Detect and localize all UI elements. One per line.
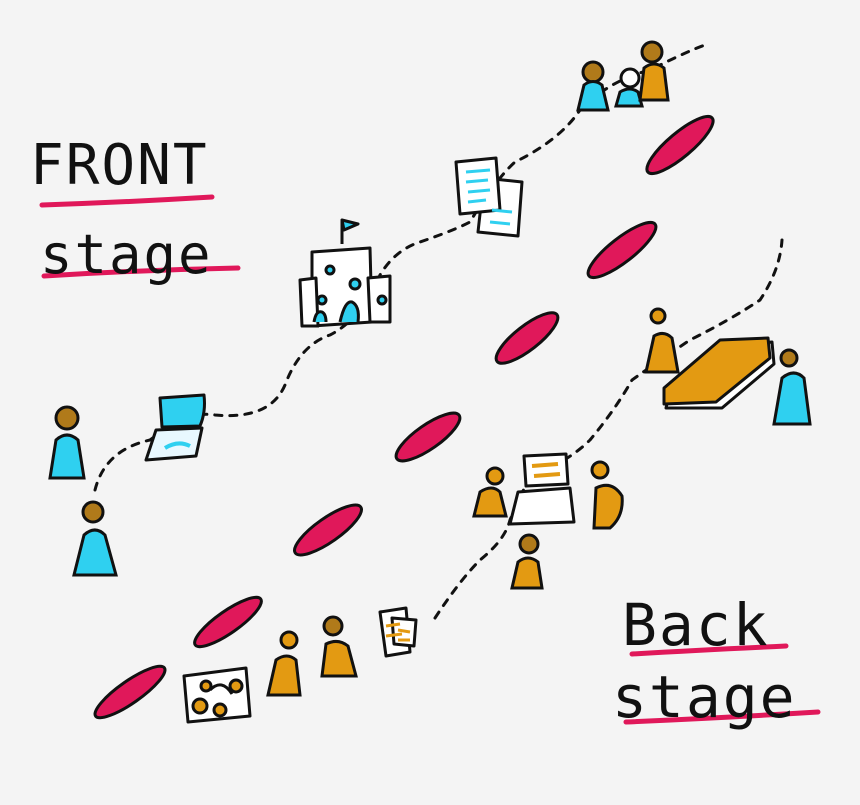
person-icon (510, 533, 544, 590)
visibility-dash (394, 411, 462, 463)
visibility-dash (494, 311, 560, 365)
visibility-dash (293, 503, 363, 557)
tablet-icon (662, 336, 776, 410)
image-icon (182, 666, 252, 724)
person-icon (590, 460, 624, 530)
visibility-dash (645, 114, 715, 176)
back-stage-sublabel: stage (612, 663, 797, 731)
stage-underline-back (623, 709, 821, 725)
person-icon (644, 307, 680, 374)
person-icon (320, 615, 358, 678)
front-stage-label: FRONT (30, 133, 209, 198)
laptop-icon (508, 452, 576, 526)
line-of-visibility (93, 114, 715, 720)
back-journey-path (433, 238, 784, 620)
front-stage-sublabel: stage (40, 223, 213, 286)
laptop-icon (144, 393, 206, 462)
documents-icon (454, 156, 524, 238)
group-icon (576, 40, 670, 112)
castle-icon (298, 218, 392, 328)
person-icon (772, 348, 812, 426)
visibility-dash (193, 595, 263, 649)
back-stage-label: Back (622, 591, 770, 659)
visibility-dash (586, 220, 658, 280)
front-underline (39, 194, 215, 208)
person-icon (72, 500, 118, 577)
back-underline (629, 643, 789, 657)
person-icon (472, 466, 508, 518)
person-icon (48, 405, 86, 480)
stage-underline-front (41, 265, 241, 279)
documents-icon (378, 606, 418, 658)
person-icon (266, 630, 302, 697)
visibility-dash (93, 664, 167, 720)
